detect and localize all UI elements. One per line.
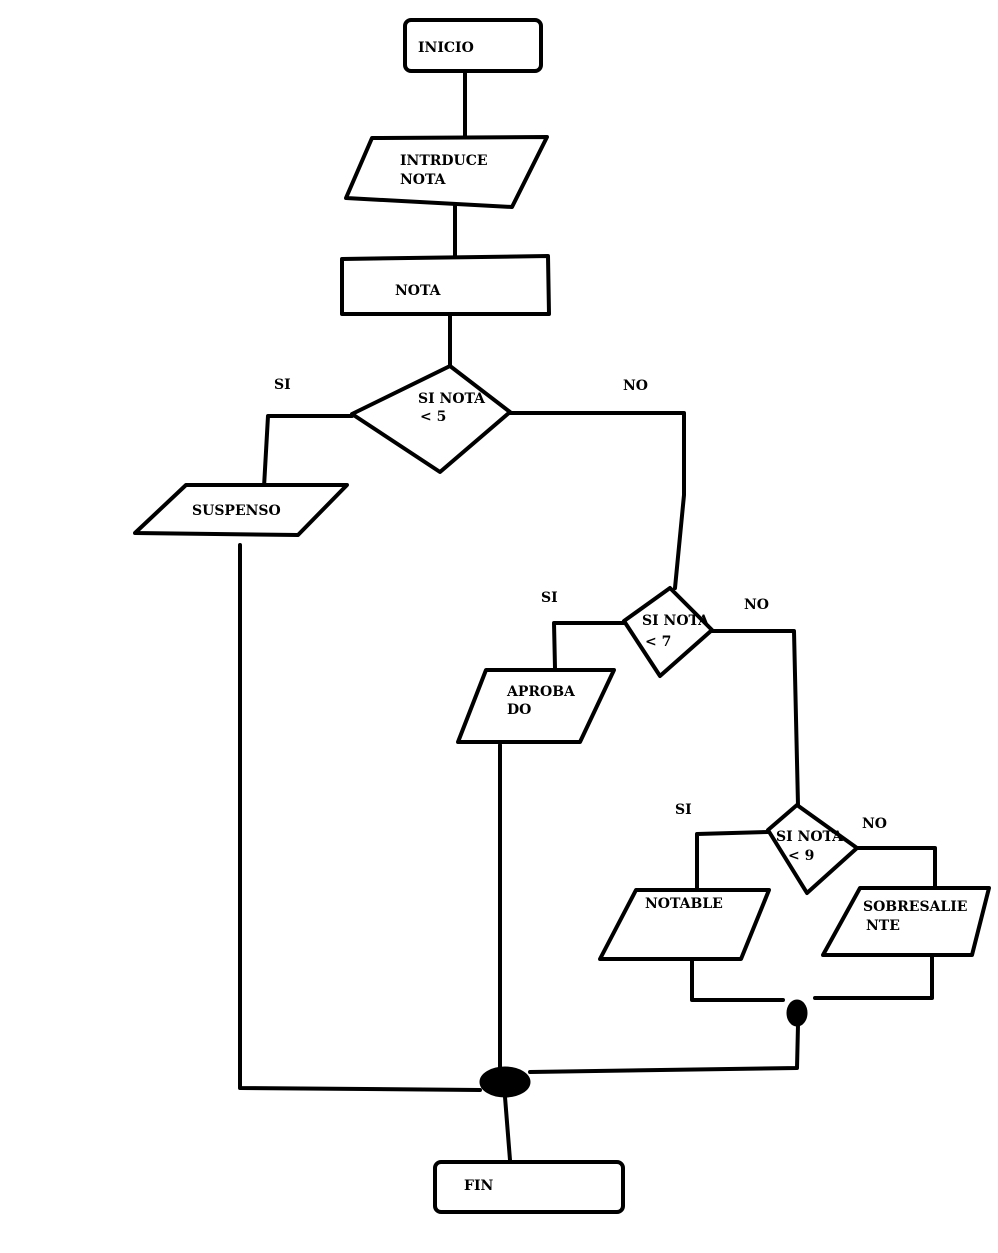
node-fin: FIN (433, 1160, 625, 1214)
node-aprobado: APROBA DO (456, 668, 616, 744)
edge-decision-1-si (262, 414, 354, 489)
aprobado-parallelogram (456, 668, 616, 744)
edges (238, 70, 937, 1162)
edge-merge-to-fin (503, 1095, 512, 1162)
merge-point-main-dot (479, 1066, 531, 1098)
decision-3-no-label: NO (862, 816, 887, 832)
sobresaliente-label-line-2: NTE (866, 918, 900, 934)
edge-decision-1-no (508, 411, 686, 590)
node-nota: NOTA (340, 254, 551, 316)
introduce-nota-label-line-2: NOTA (400, 172, 447, 188)
merge-point-small (786, 999, 808, 1027)
suspenso-parallelogram (133, 483, 349, 537)
node-inicio: INICIO (403, 18, 543, 73)
inicio-label: INICIO (418, 40, 474, 56)
decision-2-label-line-2: < 7 (645, 634, 671, 650)
aprobado-label-line-2: DO (507, 702, 531, 718)
introduce-nota-label-line-1: INTRDUCE (400, 153, 488, 169)
decision-2-diamond (622, 586, 714, 678)
node-sobresaliente: SOBRESALIE NTE (821, 886, 991, 957)
edge-decision-2-si (552, 621, 626, 670)
node-decision-3: SI NOTA < 9 (766, 803, 859, 895)
edge-notable-to-merge (690, 958, 785, 1002)
nota-label: NOTA (395, 283, 442, 299)
aprobado-label-line-1: APROBA (506, 684, 576, 700)
edge-merge-small-to-merge-main (528, 1023, 800, 1074)
decision-3-label-line-1: SI NOTA (776, 829, 844, 845)
notable-label: NOTABLE (645, 896, 723, 912)
decision-1-label-line-1: SI NOTA (418, 391, 486, 407)
inicio-box (403, 18, 543, 73)
decision-3-diamond (766, 803, 859, 895)
fin-label: FIN (464, 1178, 493, 1194)
decision-3-label-line-2: < 9 (788, 848, 814, 864)
sobresaliente-label-line-1: SOBRESALIE (863, 899, 967, 915)
edge-decision-3-no (855, 846, 937, 890)
notable-parallelogram (598, 888, 771, 961)
decision-1-label-line-2: < 5 (420, 409, 446, 425)
node-introduce-nota: INTRDUCE NOTA (344, 135, 549, 209)
decision-2-label-line-1: SI NOTA (642, 613, 710, 629)
merge-point-small-dot (786, 999, 808, 1027)
sobresaliente-parallelogram (821, 886, 991, 957)
decision-1-no-label: NO (623, 378, 648, 394)
decision-1-si-label: SI (274, 377, 291, 393)
node-notable: NOTABLE (598, 888, 771, 961)
decision-1-diamond (350, 364, 512, 474)
node-suspenso: SUSPENSO (133, 483, 349, 537)
decision-2-si-label: SI (541, 590, 558, 606)
edge-suspenso-to-merge (238, 543, 482, 1092)
merge-point-main (479, 1066, 531, 1098)
fin-box (433, 1160, 625, 1214)
node-decision-2: SI NOTA < 7 (622, 586, 714, 678)
edge-decision-3-si (695, 830, 770, 892)
nota-box (340, 254, 551, 316)
introduce-nota-parallelogram (344, 135, 549, 209)
decision-2-no-label: NO (744, 597, 769, 613)
node-decision-1: SI NOTA < 5 (350, 364, 512, 474)
edge-sobresaliente-to-merge (813, 953, 934, 1000)
edge-decision-2-no (710, 629, 800, 807)
decision-3-si-label: SI (675, 802, 692, 818)
suspenso-label: SUSPENSO (192, 503, 281, 519)
